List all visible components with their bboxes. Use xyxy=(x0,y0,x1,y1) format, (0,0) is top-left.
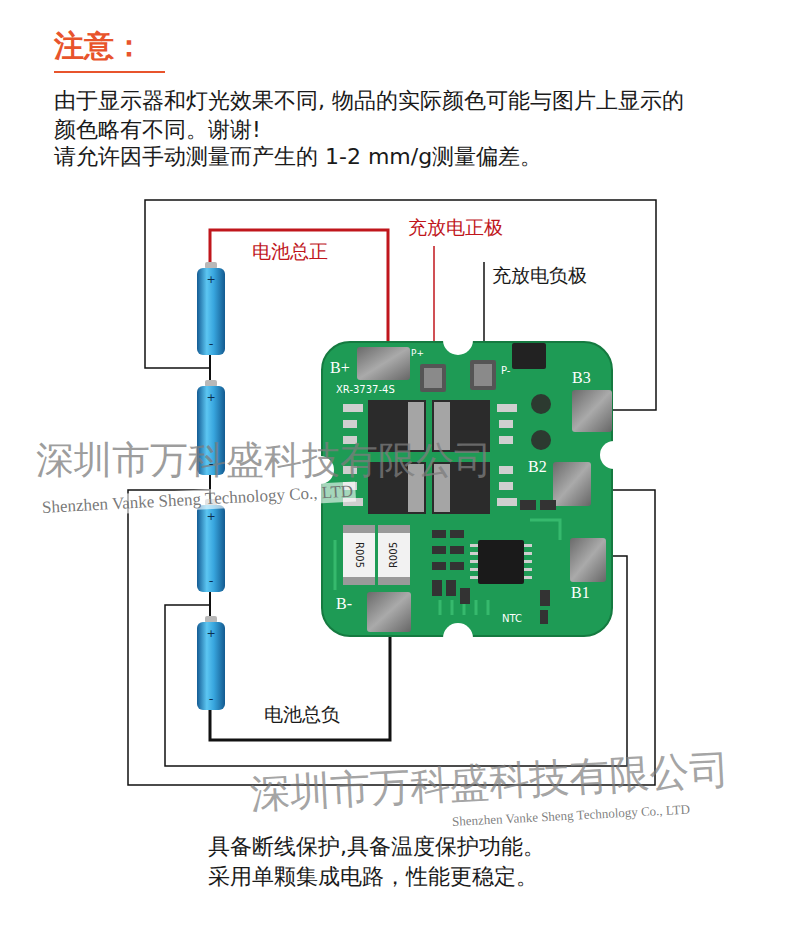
battery-cells xyxy=(197,262,225,710)
terminal-label: 充放电正极 xyxy=(408,216,503,239)
feature-text: 采用单颗集成电路，性能更稳定。 xyxy=(208,864,538,890)
pad-name: B1 xyxy=(571,583,590,602)
wire-label: 电池总负 xyxy=(264,703,340,726)
polarity-mark: - xyxy=(209,336,214,352)
polarity-mark: + xyxy=(206,627,215,640)
board-model: XR-3737-4S xyxy=(336,384,395,396)
feature-text: 具备断线保护,具备温度保护功能。 xyxy=(208,834,545,860)
pad-name: B+ xyxy=(330,358,350,377)
polarity-mark: - xyxy=(209,456,214,472)
polarity-mark: - xyxy=(209,573,214,589)
terminal-label: 充放电负极 xyxy=(492,264,587,287)
resistor-marking: R005 xyxy=(388,542,400,568)
wire-label: 电池总正 xyxy=(252,240,328,263)
pad-name: B3 xyxy=(572,368,591,387)
polarity-mark: + xyxy=(206,391,215,404)
resistor-marking: R005 xyxy=(353,542,365,568)
pad-name: B- xyxy=(336,594,352,613)
polarity-mark: + xyxy=(206,510,215,523)
pad-name: P- xyxy=(501,365,510,377)
part-name: NTC xyxy=(502,613,522,625)
watermark: 深圳市万科盛科技有限公司 xyxy=(36,438,492,484)
page-title: 注意： xyxy=(54,28,144,64)
pad-name: P+ xyxy=(411,348,424,359)
watermark: Shenzhen Vanke Sheng Technology Co., LTD xyxy=(452,802,691,830)
polarity-mark: - xyxy=(209,691,214,707)
polarity-mark: + xyxy=(206,273,215,286)
pad-name: B2 xyxy=(528,457,547,476)
positive-wire xyxy=(210,230,388,347)
note-text: 请允许因手动测量而产生的 1-2 mm/g测量偏差。 xyxy=(54,144,542,170)
title-underline xyxy=(54,71,165,73)
note-text: 由于显示器和灯光效果不同, 物品的实际颜色可能与图片上显示的颜色略有不同。谢谢! xyxy=(54,86,702,144)
